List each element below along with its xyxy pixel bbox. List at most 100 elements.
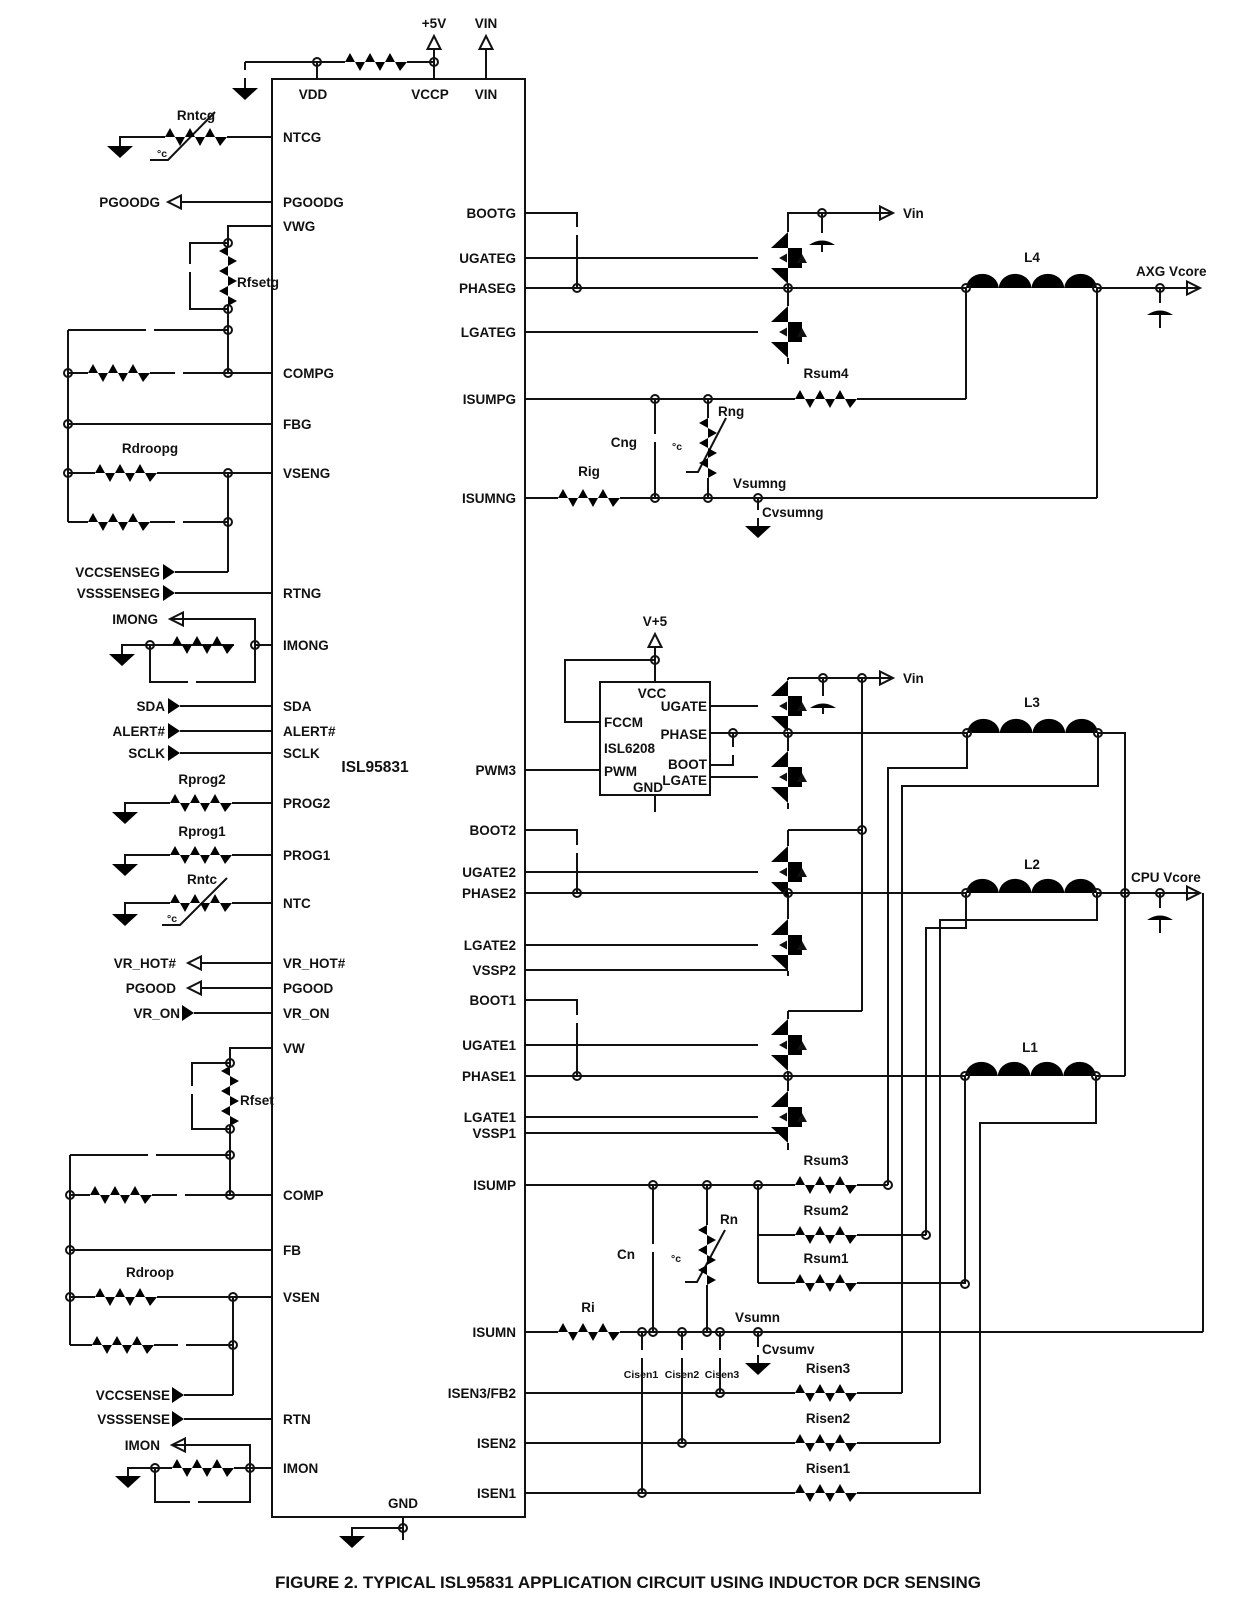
input-connector-icon — [182, 1005, 194, 1021]
ground-icon — [109, 654, 135, 666]
resistor-icon — [795, 1434, 857, 1452]
earth-ground-icon — [770, 364, 806, 376]
signal-imong: IMONG — [112, 612, 158, 627]
capacitor-icon — [190, 1489, 198, 1515]
earth-ground-icon — [1142, 330, 1178, 342]
driver-pin-lgate: LGATE — [662, 773, 707, 788]
label-rsum1: Rsum1 — [803, 1251, 849, 1266]
pin-label-ugateg: UGATEG — [459, 251, 516, 266]
capacitor-icon — [639, 1244, 667, 1252]
signal-alert: ALERT# — [112, 724, 165, 739]
vin-top-label: VIN — [475, 16, 498, 31]
ground-icon — [745, 1363, 771, 1375]
pin-label-lgateg: LGATEG — [461, 325, 516, 340]
pin-label-prog1: PROG1 — [283, 848, 331, 863]
bootstrap-capacitor-icon — [563, 1015, 591, 1023]
driver-ic-part-label: ISL6208 — [604, 741, 656, 756]
main-ic-part-label: ISL95831 — [341, 759, 409, 776]
arrow-left-icon — [165, 193, 182, 211]
label-l1: L1 — [1022, 1040, 1038, 1055]
pin-label-vdd: VDD — [299, 87, 328, 102]
earth-ground-icon — [770, 1150, 806, 1162]
arrow-right-icon — [1186, 279, 1203, 297]
signal-sclk: SCLK — [128, 746, 165, 761]
capacitor-icon — [1147, 303, 1173, 315]
label-degc-3: °c — [672, 441, 682, 453]
capacitor-icon — [706, 1350, 734, 1358]
arrow-left-icon — [185, 954, 202, 972]
resistor-icon — [88, 513, 150, 531]
driver-pin-fccm: FCCM — [604, 715, 643, 730]
inductor-icon — [966, 273, 1097, 288]
pin-label-sclk: SCLK — [283, 746, 320, 761]
label-rsum2: Rsum2 — [803, 1203, 848, 1218]
earth-ground-icon — [804, 254, 840, 266]
pin-label-rtn: RTN — [283, 1412, 311, 1427]
resistor-icon — [88, 364, 150, 382]
resistor-icon — [345, 53, 407, 71]
capacitor-icon — [641, 434, 669, 442]
arrow-left-icon — [185, 979, 202, 997]
ground-icon — [745, 526, 771, 538]
ground-icon — [115, 1476, 141, 1488]
capacitor-icon — [668, 1350, 696, 1358]
signal-vr-on: VR_ON — [133, 1006, 180, 1021]
pin-label-ntc: NTC — [283, 896, 311, 911]
pin-label-phase2: PHASE2 — [462, 886, 516, 901]
bootstrap-capacitor-icon — [563, 845, 591, 853]
input-connector-icon — [163, 585, 175, 601]
resistor-icon — [221, 1066, 239, 1126]
label-l4: L4 — [1024, 250, 1040, 265]
label-cisen2: Cisen2 — [665, 1369, 700, 1381]
resistor-icon — [219, 246, 237, 306]
arrow-left-icon — [167, 610, 184, 628]
label-cvsumv: Cvsumv — [762, 1342, 815, 1357]
label-ri: Ri — [581, 1300, 595, 1315]
input-connector-icon — [172, 1411, 184, 1427]
earth-ground-icon — [805, 716, 841, 728]
capacitor-icon — [146, 317, 154, 343]
label-rdroop: Rdroop — [126, 1265, 174, 1280]
label-l2: L2 — [1024, 857, 1040, 872]
schematic: +5V VIN Vin Vin V+5 AXG Vcore CPU Vcore … — [63, 16, 1207, 1592]
main-ic-body — [271, 78, 526, 1518]
resistor-icon — [170, 794, 232, 812]
capacitor-icon — [188, 669, 196, 695]
driver-pin-vcc: VCC — [638, 686, 667, 701]
capacitor-icon — [810, 696, 836, 708]
pin-label-pwm3: PWM3 — [476, 763, 517, 778]
pin-label-vin: VIN — [475, 87, 498, 102]
cpu-vcore-label: CPU Vcore — [1131, 870, 1201, 885]
pin-label-vssp2: VSSP2 — [472, 963, 516, 978]
mosfet-icon — [758, 1019, 807, 1071]
label-rntc: Rntc — [187, 872, 217, 887]
signal-pgoodg: PGOODG — [99, 195, 160, 210]
label-risen3: Risen3 — [806, 1361, 851, 1376]
pin-label-isumng: ISUMNG — [462, 491, 516, 506]
capacitor-icon — [178, 1332, 186, 1358]
pin-label-vr-on: VR_ON — [283, 1006, 330, 1021]
capacitor-icon — [1147, 908, 1173, 920]
resistor-icon — [558, 489, 620, 507]
driver-pin-pwm: PWM — [604, 764, 637, 779]
mosfet-icon — [758, 232, 807, 284]
pin-label-sda: SDA — [283, 699, 312, 714]
label-rn: Rn — [720, 1212, 738, 1227]
label-rsum4: Rsum4 — [803, 366, 849, 381]
arrow-right-icon — [879, 204, 896, 222]
inductor-icon — [966, 878, 1097, 893]
input-connector-icon — [168, 723, 180, 739]
label-rprog1: Rprog1 — [178, 824, 226, 839]
earth-ground-icon — [637, 814, 673, 826]
pin-label-lgate1: LGATE1 — [464, 1110, 517, 1125]
input-connector-icon — [172, 1387, 184, 1403]
signal-pgood: PGOOD — [126, 981, 177, 996]
label-rng: Rng — [718, 404, 744, 419]
pin-label-comp: COMP — [283, 1188, 324, 1203]
pin-label-isumpg: ISUMPG — [463, 392, 516, 407]
label-vsumn: Vsumn — [735, 1310, 780, 1325]
resistor-icon — [795, 1384, 857, 1402]
pin-label-phaseg: PHASEG — [459, 281, 516, 296]
pin-label-boot2: BOOT2 — [469, 823, 516, 838]
label-risen2: Risen2 — [806, 1411, 850, 1426]
